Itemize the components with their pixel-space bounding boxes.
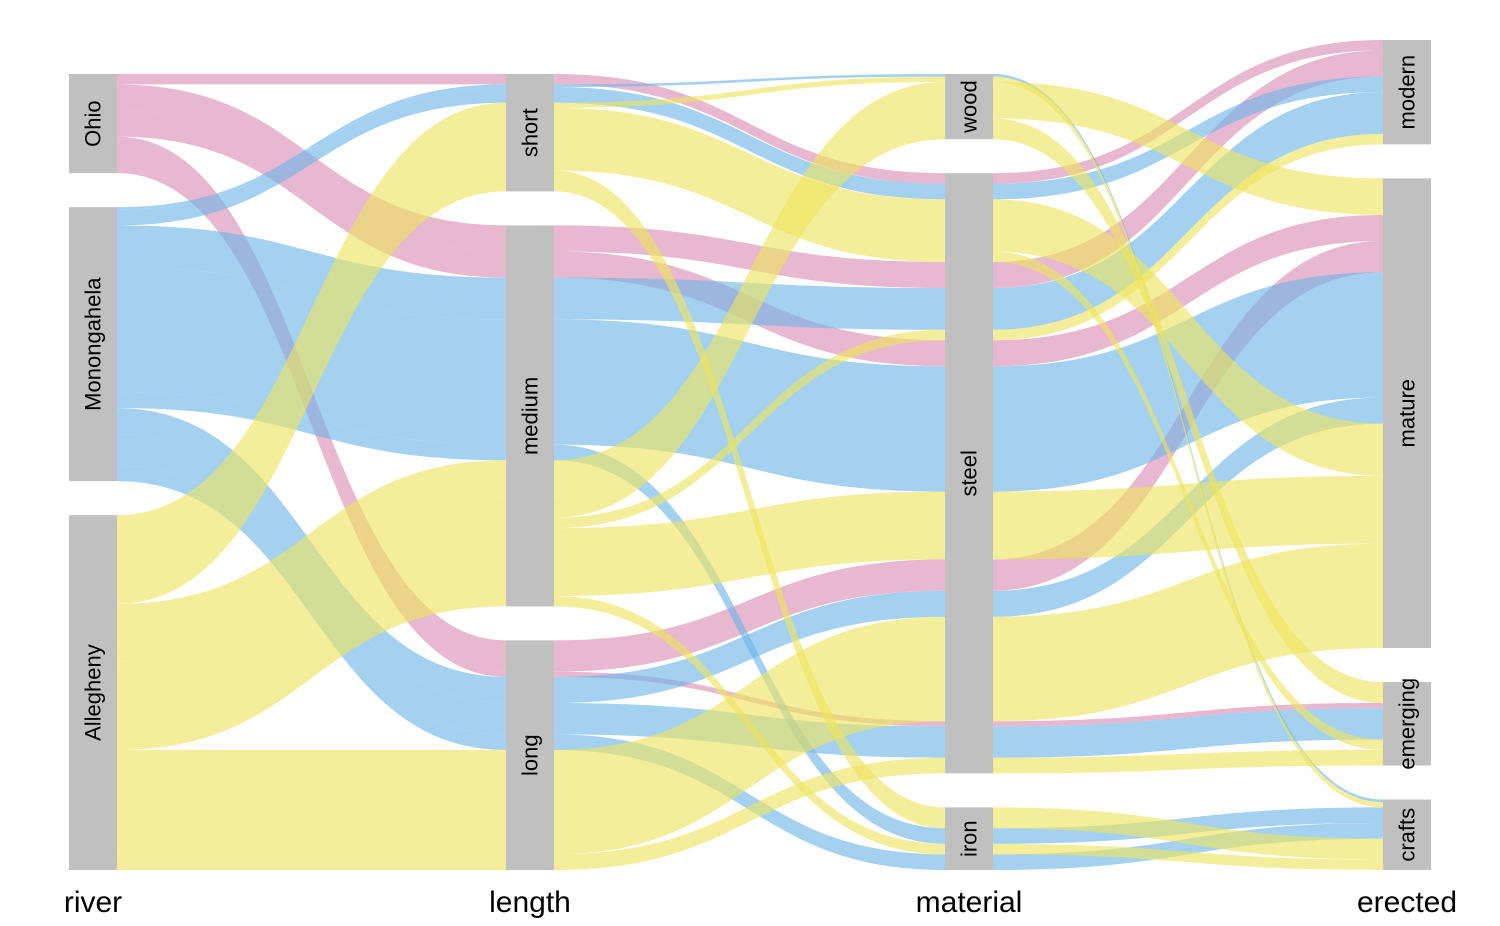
flow-monongahela-material-erected	[993, 708, 1383, 758]
flow-allegheny-length-material	[554, 107, 945, 252]
node-label-allegheny: Allegheny	[81, 644, 106, 741]
node-river-monongahela	[69, 207, 117, 482]
axis-label-erected: erected	[1357, 886, 1457, 919]
node-label-modern: modern	[1395, 55, 1420, 130]
flows-layer	[117, 40, 1383, 870]
node-label-medium: medium	[518, 377, 543, 455]
flow-allegheny-river-length	[117, 170, 506, 604]
node-label-mature: mature	[1395, 379, 1420, 447]
flow-allegheny-river-length	[117, 528, 506, 740]
flow-allegheny-river-length	[117, 496, 506, 662]
flow-allegheny-length-material	[554, 329, 945, 529]
flow-allegheny-material-erected	[993, 81, 1383, 215]
flow-ohio-river-length	[117, 110, 506, 278]
node-erected-mature	[1383, 178, 1431, 649]
flow-allegheny-length-material	[554, 491, 945, 596]
node-label-short: short	[518, 108, 543, 157]
flow-allegheny-river-length	[117, 595, 506, 750]
axis-label-length: length	[489, 886, 571, 919]
flow-allegheny-length-material	[554, 757, 945, 870]
node-material-wood	[945, 74, 993, 140]
flow-allegheny-length-material	[554, 76, 945, 108]
node-length-long	[506, 640, 554, 870]
node-label-ohio: Ohio	[81, 100, 106, 146]
node-label-steel: steel	[957, 450, 982, 496]
flow-monongahela-length-material	[554, 590, 945, 704]
flow-allegheny-length-material	[554, 616, 945, 855]
flow-allegheny-river-length	[117, 854, 506, 870]
flow-allegheny-length-material	[554, 160, 945, 262]
flow-ohio-material-erected	[993, 50, 1383, 289]
node-length-medium	[506, 225, 554, 607]
flow-monongahela-material-erected	[993, 272, 1383, 492]
flow-monongahela-river-length	[117, 87, 506, 226]
flow-allegheny-material-erected	[993, 133, 1383, 341]
node-river-allegheny	[69, 515, 117, 870]
axis-labels: river length material erected	[64, 886, 1457, 919]
flow-allegheny-material-erected	[993, 543, 1383, 722]
flow-ohio-river-length	[117, 74, 506, 85]
flow-ohio-material-erected	[993, 702, 1383, 727]
flow-allegheny-material-erected	[993, 118, 1383, 703]
flow-allegheny-length-material	[554, 81, 945, 497]
flow-allegheny-length-material	[554, 170, 945, 829]
flow-allegheny-material-erected	[993, 749, 1383, 774]
flow-allegheny-river-length	[117, 749, 506, 855]
node-length-short	[506, 74, 554, 192]
node-label-iron: iron	[957, 820, 982, 857]
flow-allegheny-material-erected	[993, 475, 1383, 560]
node-material-steel	[945, 173, 993, 774]
node-label-emerging: emerging	[1395, 678, 1420, 770]
node-label-monongahela: Monongahela	[81, 277, 106, 411]
axis-label-river: river	[64, 886, 122, 919]
flow-monongahela-length-material	[554, 74, 945, 88]
flow-allegheny-material-erected	[993, 843, 1383, 870]
flow-monongahela-river-length	[117, 84, 506, 210]
flow-ohio-length-material	[554, 74, 945, 184]
flow-monongahela-river-length	[117, 225, 506, 320]
flow-monongahela-length-material	[554, 87, 945, 200]
node-erected-modern	[1383, 40, 1431, 145]
flow-allegheny-river-length	[117, 517, 506, 672]
flow-monongahela-material-erected	[993, 823, 1383, 870]
flow-ohio-length-material	[554, 559, 945, 672]
flow-allegheny-river-length	[117, 102, 506, 521]
node-material-iron	[945, 807, 993, 870]
node-river-ohio	[69, 74, 117, 174]
node-label-long: long	[518, 734, 543, 776]
node-label-crafts: crafts	[1395, 808, 1420, 862]
flow-monongahela-length-material	[554, 734, 945, 870]
flow-allegheny-river-length	[117, 160, 506, 583]
flow-monongahela-river-length	[117, 392, 506, 461]
flow-allegheny-material-erected	[993, 807, 1383, 860]
flow-allegheny-material-erected	[993, 199, 1383, 476]
flow-allegheny-material-erected	[993, 76, 1383, 808]
flow-ohio-material-erected	[993, 40, 1383, 184]
axis-label-material: material	[916, 886, 1023, 919]
flow-ohio-material-erected	[993, 214, 1383, 367]
flow-allegheny-river-length	[117, 460, 506, 641]
node-erected-emerging	[1383, 682, 1431, 766]
flow-allegheny-length-material	[554, 118, 945, 518]
node-label-wood: wood	[957, 80, 982, 134]
flow-allegheny-river-length	[117, 107, 506, 573]
flow-ohio-river-length	[117, 84, 506, 252]
node-erected-crafts	[1383, 799, 1431, 870]
